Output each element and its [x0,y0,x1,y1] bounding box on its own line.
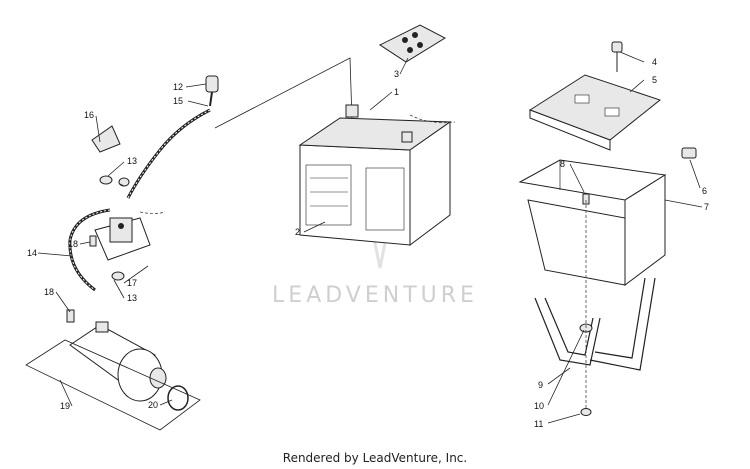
nut-lower [111,271,125,281]
callout-6: 6 [702,186,707,196]
box-bolt [582,193,590,205]
callout-4: 4 [652,57,657,67]
hold-down-bracket [528,74,662,151]
screw-lower [66,309,75,323]
callout-10: 10 [534,401,544,411]
callout-2: 2 [295,227,300,237]
battery-cable [126,75,219,199]
callout-13-upper: 13 [127,156,137,166]
starter-motor [69,321,167,402]
callout-20: 20 [148,400,158,410]
callout-16: 16 [84,110,94,120]
credit-text: Rendered by LeadVenture, Inc. [283,451,467,465]
battery-vent-tube [409,114,456,124]
cable-callout-frame [214,57,353,129]
vent-cap [681,147,697,159]
o-ring [167,385,189,411]
terminal-cover [378,24,447,63]
solenoid-lead [139,211,166,214]
callout-18-upper: 18 [68,239,78,249]
callout-1: 1 [394,87,399,97]
nut-upper-2 [118,177,130,187]
callout-5: 5 [652,75,657,85]
hold-down-knob [611,41,623,72]
callout-11: 11 [534,419,543,429]
starter-frame [25,339,201,431]
callout-17: 17 [127,278,137,288]
callout-numbers: 1 2 3 4 5 6 7 8 9 10 11 12 13 13 14 15 1… [27,57,709,429]
battery-box [518,159,667,286]
nut-upper [99,175,113,185]
strap-nut [580,408,592,416]
callout-7: 7 [704,202,709,212]
callout-12: 12 [173,82,183,92]
watermark: LEADVENTURE [272,283,478,308]
callout-14: 14 [27,248,37,258]
screw-upper [89,235,97,247]
callout-15: 15 [173,96,183,106]
callout-8: 8 [560,159,565,169]
callout-19: 19 [60,401,70,411]
leader-lines [37,51,703,424]
callout-18-lower: 18 [44,287,54,297]
battery-strap [534,277,656,371]
cable-boot [91,125,121,153]
battery [298,104,452,246]
callout-9: 9 [538,380,543,390]
starter-solenoid [94,217,151,261]
callout-3: 3 [394,69,399,79]
callout-13-lower: 13 [127,293,137,303]
